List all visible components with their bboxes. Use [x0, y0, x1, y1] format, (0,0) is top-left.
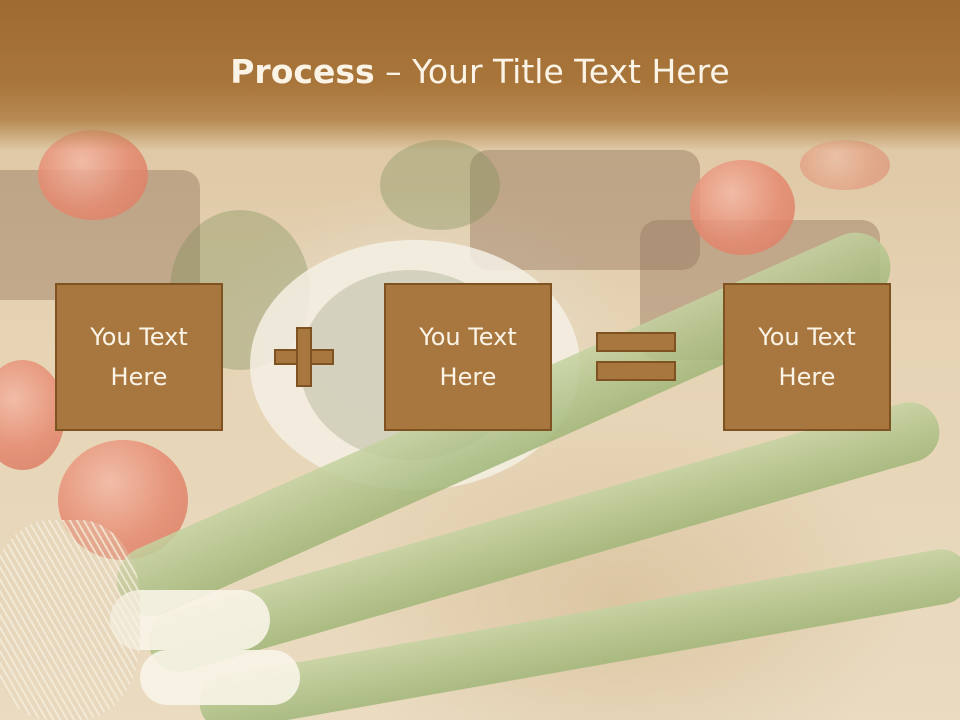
title-band: [0, 0, 960, 150]
process-box-2[interactable]: You Text Here: [384, 283, 552, 431]
equals-icon: [596, 332, 676, 384]
process-box-1-label: You Text Here: [90, 323, 188, 391]
plus-icon: [274, 327, 334, 387]
process-box-2-label: You Text Here: [419, 323, 517, 391]
slide-title[interactable]: Process – Your Title Text Here: [0, 52, 960, 91]
process-box-1[interactable]: You Text Here: [55, 283, 223, 431]
title-bold: Process: [230, 52, 375, 91]
process-box-3[interactable]: You Text Here: [723, 283, 891, 431]
title-rest: – Your Title Text Here: [374, 52, 730, 91]
process-box-3-label: You Text Here: [758, 323, 856, 391]
